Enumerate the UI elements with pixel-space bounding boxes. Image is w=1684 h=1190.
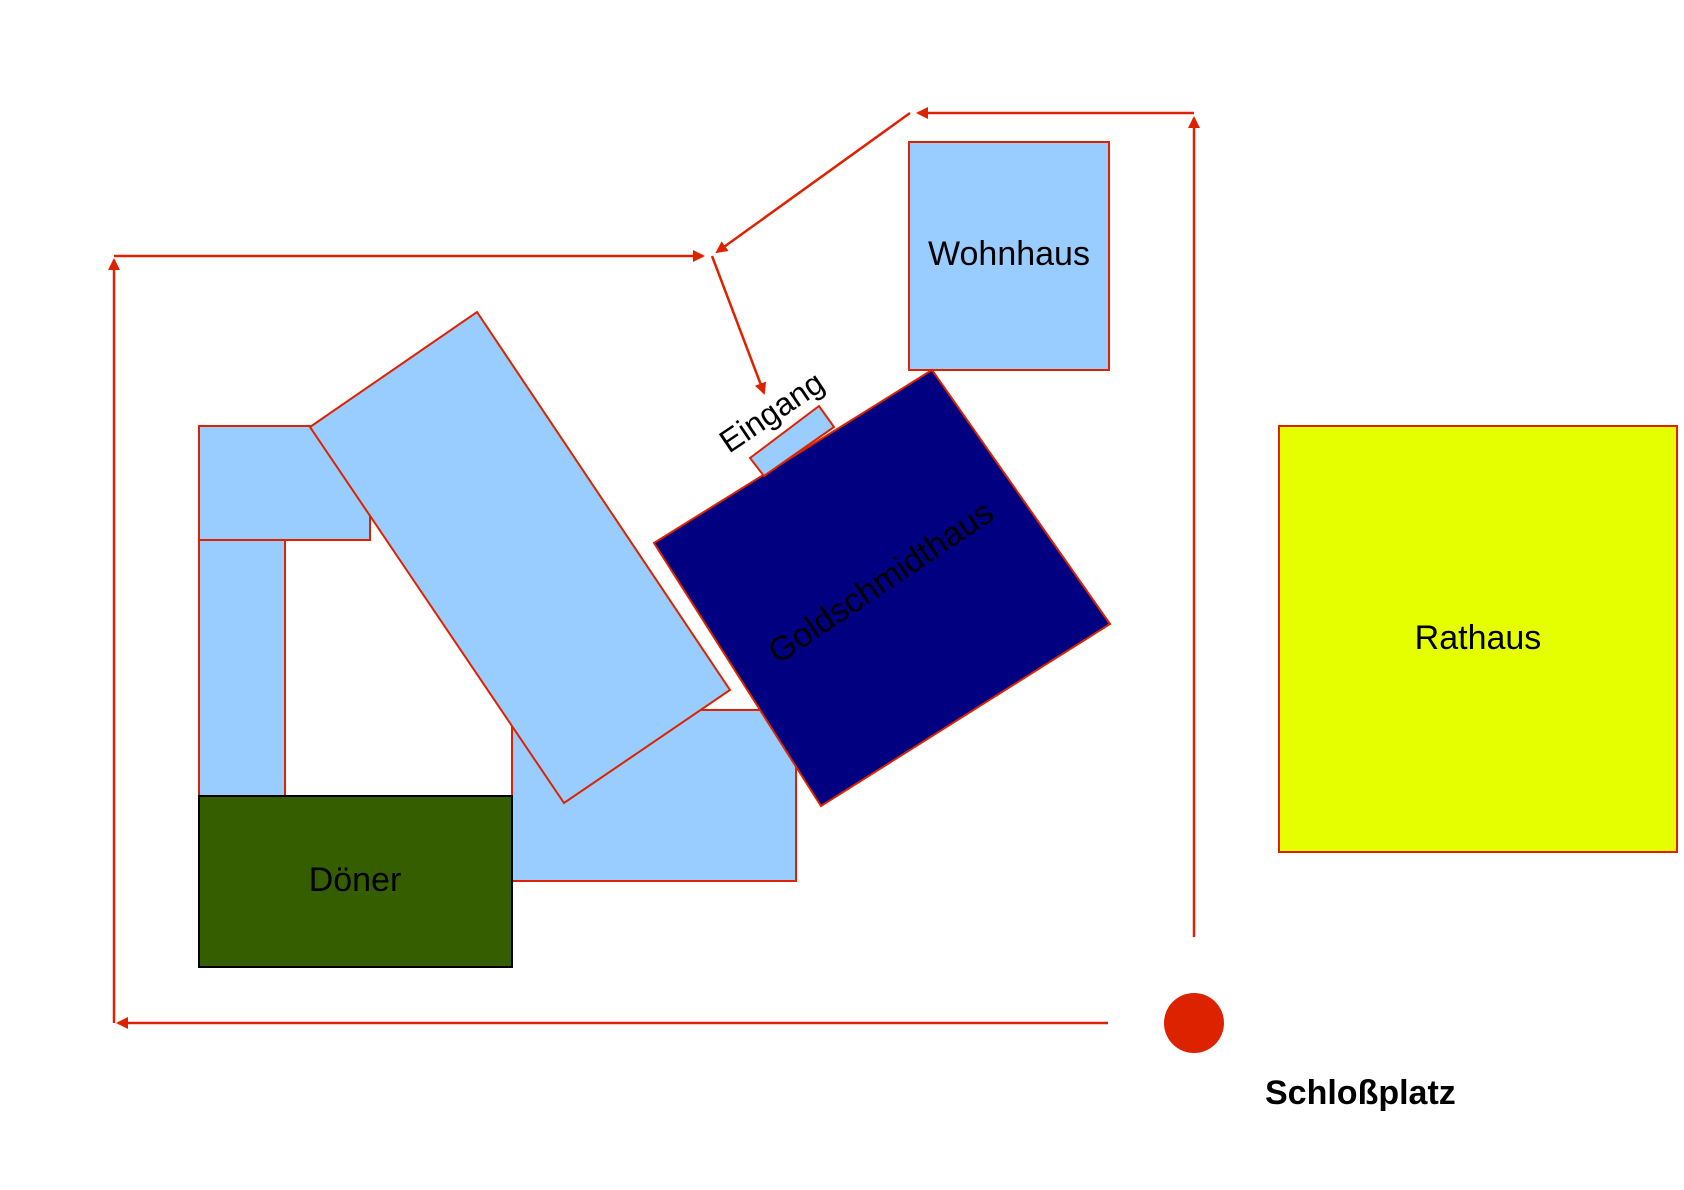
wohnhaus-building: Wohnhaus [908, 141, 1110, 371]
route-path [108, 107, 1200, 1029]
goldschmidthaus-building: Goldschmidthaus [652, 368, 1112, 808]
rathaus-building: Rathaus [1278, 425, 1678, 853]
building-complex [198, 310, 797, 882]
rathaus-label: Rathaus [1415, 619, 1542, 657]
doener-building: Döner [198, 795, 513, 968]
building-diagonal-wing [308, 310, 732, 805]
doener-label: Döner [309, 861, 402, 899]
route-arrow-southwest [715, 111, 911, 254]
route-arrow-to-eingang [710, 255, 767, 395]
start-point-dot [1164, 993, 1224, 1053]
schlossplatz-marker: Schloßplatz [1164, 993, 1456, 1112]
wohnhaus-label: Wohnhaus [928, 235, 1090, 273]
schlossplatz-label: Schloßplatz [1265, 1074, 1456, 1112]
